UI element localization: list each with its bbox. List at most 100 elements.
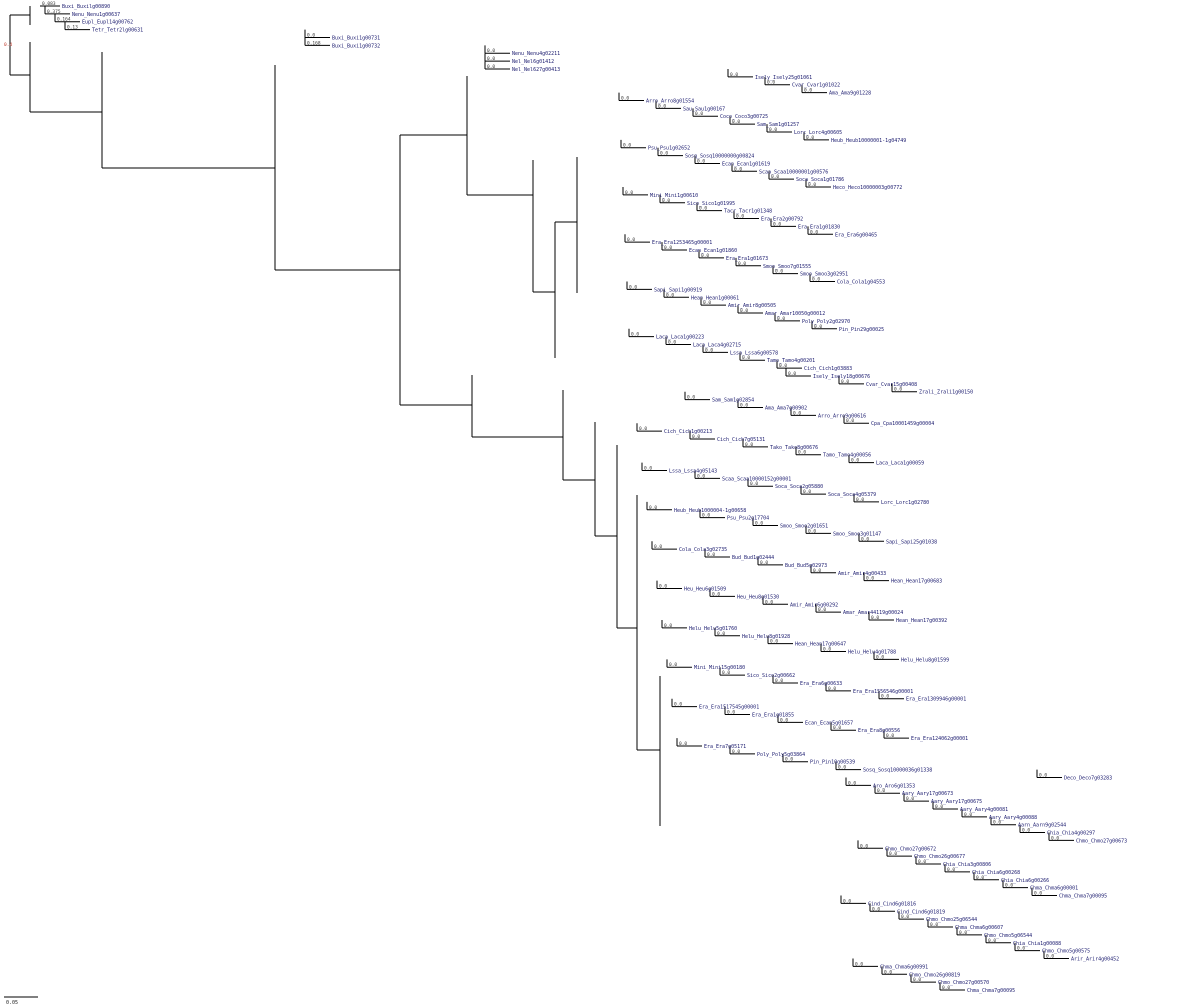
branch-length-label: 0.0 <box>703 300 711 306</box>
tip-label: Buxi_Buxi1g00731 <box>332 35 380 41</box>
branch-length-label: 0.0 <box>695 111 703 117</box>
branch-length-label: 0.0 <box>658 103 666 109</box>
scale-bar-label: 0.05 <box>6 1000 18 1006</box>
tip-label: Era_Era124062g00001 <box>911 736 968 742</box>
tip-label: Soca_Soca2g05880 <box>775 484 823 490</box>
tip-label: Chmo_Chmo27g00672 <box>885 846 936 852</box>
branch-length-label: 0.0 <box>631 332 639 338</box>
branch-length-label: 0.0 <box>901 914 909 920</box>
branch-length-label: 0.0 <box>717 631 725 637</box>
tip-label: Era_Era1556546g00001 <box>853 689 913 695</box>
branch-length-label: 0.0 <box>755 521 763 527</box>
tip-label: Helu_Helu5g01760 <box>689 626 737 632</box>
branch-length-label: 0.0 <box>856 497 864 503</box>
tip-label: Sam_Sam1g01257 <box>757 122 799 128</box>
tip-label: Sau_Sau1g00167 <box>683 106 725 112</box>
tip-label: Pin_Pin29g00025 <box>839 327 884 333</box>
branch-length-label: 0.083 <box>42 1 56 7</box>
tip-label: Poly_Poly5g03864 <box>757 752 805 758</box>
root-support-label: 0.4 <box>4 42 12 48</box>
branch-length-label: 0.168 <box>307 40 321 46</box>
tip-label: Chmo_Chmo26g00819 <box>909 972 960 978</box>
tip-label: Heu_Heu6g01509 <box>684 587 726 593</box>
tip-label: Aary_Aary4g00081 <box>960 807 1008 813</box>
tip-label: Sapi_Sapi1g00919 <box>654 287 702 293</box>
tip-label: Amir_Amir8g00505 <box>728 303 776 309</box>
branch-length-label: 0.0 <box>1039 772 1047 778</box>
branch-length-label: 0.0 <box>627 237 635 243</box>
tip-label: Bud_Bud1g02444 <box>732 555 774 561</box>
tip-label: Pin_Pin10g00539 <box>810 760 855 766</box>
tip-label: Sam_Sam1g02854 <box>712 398 754 404</box>
tip-label: Cvar_Cvar1g01022 <box>792 83 840 89</box>
branch-length-label: 0.0 <box>775 678 783 684</box>
tip-label: Lssa_Lssa6g00578 <box>730 350 778 356</box>
branch-length-label: 0.0 <box>793 410 801 416</box>
tip-label: Arir_Arir4g00452 <box>1071 957 1119 963</box>
branch-length-label: 0.0 <box>1005 883 1013 889</box>
branch-length-label: 0.0 <box>788 371 796 377</box>
tip-label: Chmo_Chmo25g06544 <box>926 917 977 923</box>
branch-length-label: 0.0 <box>785 757 793 763</box>
tip-label: Hean_Hean17g00392 <box>896 618 947 624</box>
tip-label: Lorc_Lorc1g02780 <box>881 500 929 506</box>
tip-label: Chmo_Chmo27g00570 <box>938 980 989 986</box>
tip-label: Mini_Mini15g00180 <box>694 665 745 671</box>
tip-label: Laca_Laca1g00059 <box>876 461 924 467</box>
branch-length-label: 0.0 <box>1017 946 1025 952</box>
branch-length-label: 0.0 <box>705 347 713 353</box>
branch-length-label: 0.0 <box>767 80 775 86</box>
branch-length-label: 0.0 <box>828 686 836 692</box>
tip-label: Amar_Amar44119g00024 <box>843 610 903 616</box>
tip-label: Amir_Amir6g00292 <box>790 602 838 608</box>
branch-length-label: 0.0 <box>894 387 902 393</box>
tip-label: Poly_Poly2g02970 <box>802 319 850 325</box>
tip-label: Hean_Hean1g00061 <box>691 295 739 301</box>
branch-length-label: 0.0 <box>639 426 647 432</box>
tip-label: Cola_Cola3g02735 <box>679 547 727 553</box>
branch-length-label: 0.0 <box>664 623 672 629</box>
tip-label: Heu_Heu8g01530 <box>737 594 779 600</box>
tip-label: Chmo_Chmo5g00575 <box>1042 949 1090 955</box>
branch-length-label: 0.0 <box>779 363 787 369</box>
tip-label: Era_Era7g05171 <box>704 744 746 750</box>
branch-length-label: 0.0 <box>745 442 753 448</box>
branch-length-label: 0.0 <box>813 568 821 574</box>
branch-length-label: 0.0 <box>993 820 1001 826</box>
branch-length-label: 0.0 <box>487 56 495 62</box>
branch-length-label: 0.0 <box>730 72 738 78</box>
tip-label: Era_Era1g01830 <box>798 224 840 230</box>
branch-length-label: 0.0 <box>855 961 863 967</box>
tip-label: Era_Era1g01855 <box>752 712 794 718</box>
tip-label: Era_Era8g00556 <box>858 728 900 734</box>
tip-label: Era_Era1253465g00001 <box>652 240 712 246</box>
tip-label: Sico_Sico2g00662 <box>747 673 795 679</box>
branch-length-label: 0.0 <box>804 88 812 94</box>
branch-length-label: 0.0 <box>808 182 816 188</box>
branch-length-label: 0.0 <box>942 985 950 991</box>
tip-label: Nenu_Nenu4g02211 <box>512 51 560 57</box>
branch-length-label: 0.0 <box>976 875 984 881</box>
tip-label: Cich_Cich1g00213 <box>664 429 712 435</box>
branch-length-label: 0.0 <box>1022 828 1030 834</box>
tip-label: Laca_Laca1g00223 <box>656 335 704 341</box>
branch-length-label: 0.0 <box>780 717 788 723</box>
tip-label: Isely_Isely25g01061 <box>755 75 812 81</box>
branch-length-label: 0.0 <box>770 639 778 645</box>
tip-label: Tamo_Tamo4g00056 <box>823 453 871 459</box>
branch-length-label: 0.0 <box>740 402 748 408</box>
tip-label: Cich_Cich7g05131 <box>717 437 765 443</box>
tip-label: Helu_Helu8g01928 <box>742 634 790 640</box>
tip-label: Era_Era2g00792 <box>761 217 803 223</box>
tip-label: Ecan_Ecan5g01657 <box>805 720 853 726</box>
tip-label: Era_Era6g00633 <box>800 681 842 687</box>
branch-length-label: 0.0 <box>876 654 884 660</box>
branch-length-label: 0.0 <box>838 765 846 771</box>
branch-length-label: 0.0 <box>697 158 705 164</box>
tip-label: Smoo_Smoo3g02951 <box>800 272 848 278</box>
branch-length-label: 0.0 <box>884 969 892 975</box>
branch-length-label: 0.0 <box>1046 954 1054 960</box>
tip-label: Chia_Chia1g00088 <box>1013 941 1061 947</box>
tip-label: Smoo_Smoo2g01651 <box>780 524 828 530</box>
